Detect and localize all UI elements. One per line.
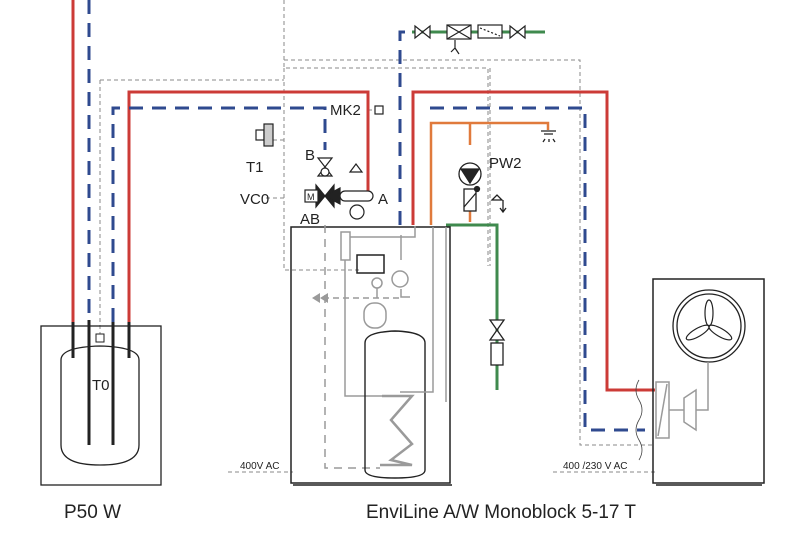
storage-tank-label: P50 W (64, 502, 121, 523)
outdoor-unit: 400 /230 V AC (563, 278, 765, 486)
control-wiring (99, 0, 655, 473)
outdoor-power-label: 400 /230 V AC (563, 461, 628, 472)
sensor-t0-icon (95, 333, 105, 343)
valve-port-ab-label: AB (300, 211, 320, 228)
mixing-valve-group: M (255, 105, 384, 220)
indoor-power-label: 400V AC (240, 461, 279, 472)
indoor-unit: 400V AC EnviLine A/W Monoblock 5-17 T (240, 225, 636, 523)
shutoff-valve-2-icon (509, 24, 526, 40)
fan-icon (685, 299, 733, 341)
valve-port-a-label: A (378, 191, 388, 208)
motor-icon (304, 189, 319, 203)
sensor-t1-label: T1 (246, 159, 264, 176)
internal-3way-valve-icon (312, 293, 328, 303)
svg-text:M: M (307, 192, 315, 202)
inlet-valve-group (414, 24, 526, 55)
flow-pipes (71, 0, 655, 392)
indoor-unit-label: EnviLine A/W Monoblock 5-17 T (366, 502, 636, 523)
sensor-t0-label-text: T0 (92, 377, 110, 394)
shutoff-valve-icon (414, 24, 431, 40)
shower-icon (541, 130, 556, 143)
return-pipes (87, 0, 645, 432)
valve-icon (488, 319, 506, 341)
valve-port-b-label: B (305, 147, 315, 164)
sensor-mk2-label: MK2 (330, 102, 361, 119)
storage-tank-p50w: T0 P50 W (40, 320, 162, 523)
filter-icon (477, 24, 503, 39)
mixing-valve-label: VC0 (240, 191, 269, 208)
circulation-pump-pw2 (458, 162, 507, 366)
check-valve-2-icon (490, 342, 504, 366)
pressure-gauge-icon (349, 204, 365, 220)
sensor-mk2-icon (374, 105, 384, 115)
pump-pw2-label: PW2 (489, 155, 522, 172)
